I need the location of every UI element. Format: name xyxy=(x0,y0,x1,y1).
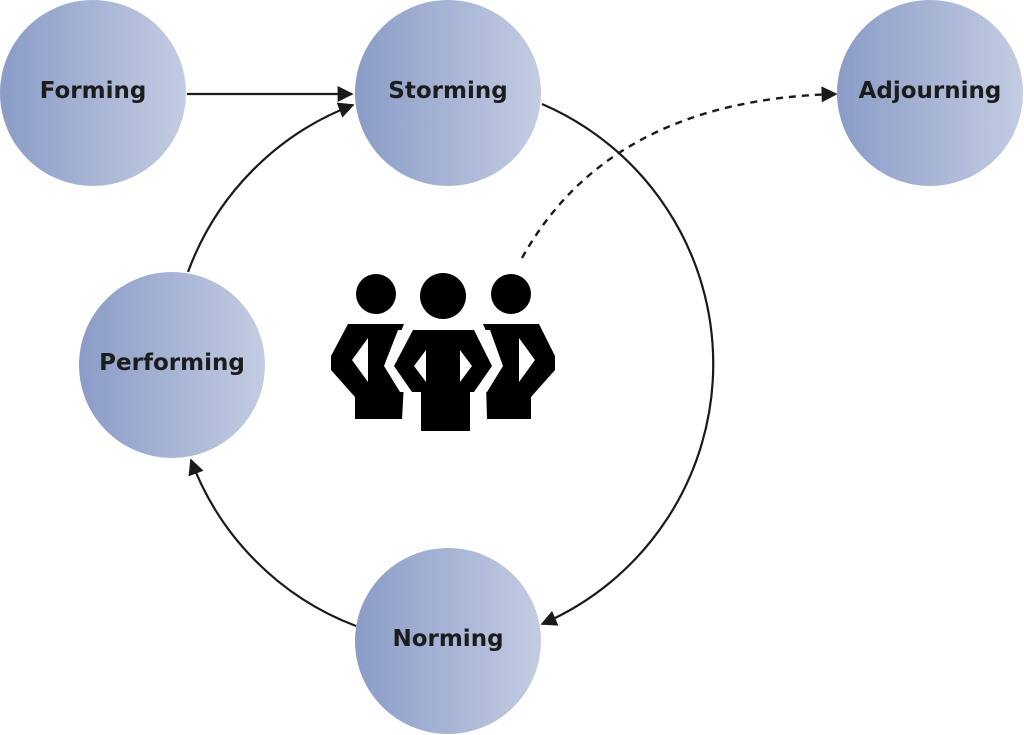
stage-node-adjourning: Adjourning xyxy=(837,0,1023,186)
stage-node-forming: Forming xyxy=(0,0,186,186)
arrow-performing-to-storming xyxy=(186,102,355,273)
person-center-icon xyxy=(394,273,492,431)
stage-label-norming: Norming xyxy=(392,626,503,652)
stage-node-storming: Storming xyxy=(355,0,541,186)
stage-node-performing: Performing xyxy=(79,272,265,458)
stage-label-adjourning: Adjourning xyxy=(859,78,1002,104)
stage-node-norming: Norming xyxy=(355,548,541,734)
arrow-norming-to-performing xyxy=(188,458,357,628)
arrow-team-to-adjourning xyxy=(520,86,838,259)
stage-label-performing: Performing xyxy=(99,350,245,376)
person-left-icon xyxy=(331,274,404,419)
connectors xyxy=(186,86,838,628)
stage-label-forming: Forming xyxy=(40,78,147,104)
person-right-icon xyxy=(483,274,555,419)
arrow-storming-to-norming xyxy=(540,102,715,626)
stage-label-storming: Storming xyxy=(388,78,507,104)
team-group-icon xyxy=(331,273,555,431)
